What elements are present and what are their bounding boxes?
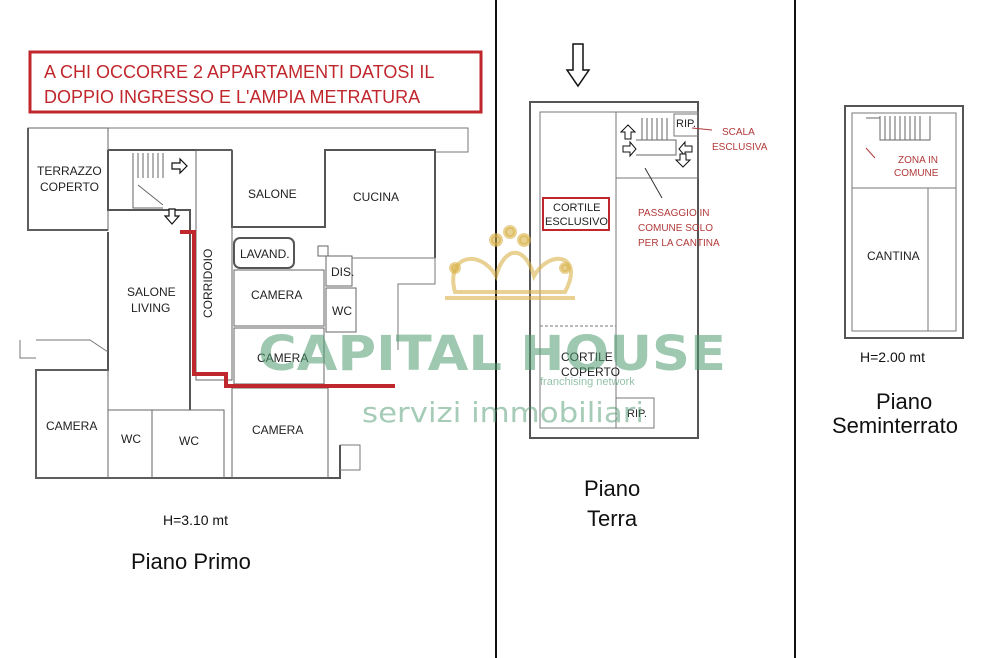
- arrow-left-icon: [678, 140, 693, 158]
- lavanderia-room: [233, 237, 295, 269]
- dis-room: [325, 255, 353, 287]
- scala-pointer: [691, 127, 713, 131]
- note-passaggio-1: PASSAGGIO IN: [638, 208, 710, 219]
- label-terrazzo-2: COPERTO: [40, 180, 99, 194]
- crown-icon: [445, 225, 575, 300]
- label-camera-d: CAMERA: [252, 423, 303, 437]
- caption-terra-2: Terra: [587, 506, 638, 531]
- label-salone-living-1: SALONE: [127, 285, 176, 299]
- label-camera-a: CAMERA: [251, 288, 302, 302]
- caption-seminterrato-2: Seminterrato: [832, 413, 958, 438]
- note-scala-2: ESCLUSIVA: [712, 142, 768, 153]
- piano-primo-plan: TERRAZZO COPERTO SALONE CUCINA SALONE LI…: [19, 127, 469, 574]
- label-cortile-esclusivo-1: CORTILE: [553, 202, 600, 214]
- piano-terra-plan: CORTILE ESCLUSIVO CORTILE COPERTO RIP. R…: [529, 43, 768, 531]
- note-scala-1: SCALA: [722, 127, 755, 138]
- label-terrazzo-1: TERRAZZO: [37, 164, 102, 178]
- arrow-up-icon: [619, 124, 637, 140]
- note-passaggio-2: COMUNE SOLO: [638, 223, 713, 234]
- caption-primo: Piano Primo: [131, 549, 251, 574]
- label-camera-b: CAMERA: [257, 351, 308, 365]
- watermark-services: servizi immobiliari: [362, 396, 644, 429]
- banner-line-2: DOPPIO INGRESSO E L'AMPIA METRATURA: [44, 87, 420, 107]
- label-dis: DIS.: [331, 265, 354, 279]
- height-primo: H=3.10 mt: [163, 512, 228, 528]
- arrow-right-icon: [622, 140, 637, 158]
- label-rip-bottom: RIP.: [627, 408, 647, 420]
- ingresso-path: [180, 230, 395, 388]
- label-cantina: CANTINA: [867, 249, 920, 263]
- watermark-brand: CAPITAL HOUSE: [258, 326, 726, 382]
- note-passaggio-3: PER LA CANTINA: [638, 238, 720, 249]
- stair-primo: [132, 153, 164, 209]
- watermark: CAPITAL HOUSE franchising network serviz…: [258, 225, 726, 429]
- caption-seminterrato-1: Piano: [876, 389, 932, 414]
- label-cortile-coperto-2: COPERTO: [561, 365, 620, 379]
- label-rip-top: RIP.: [676, 118, 696, 130]
- stair-seminterrato: [866, 116, 931, 141]
- caption-terra-1: Piano: [584, 476, 640, 501]
- banner-line-1: A CHI OCCORRE 2 APPARTAMENTI DATOSI IL: [44, 62, 434, 82]
- entry-arrow-icon: [565, 43, 591, 88]
- arrow-down-icon: [674, 153, 692, 168]
- label-salone: SALONE: [248, 187, 297, 201]
- label-camera-c: CAMERA: [46, 419, 97, 433]
- label-wc-a: WC: [332, 304, 352, 318]
- passaggio-pointer: [644, 167, 663, 199]
- cortile-esclusivo-box: [542, 197, 610, 231]
- terrazzo-area: [27, 127, 109, 231]
- watermark-network: franchising network: [540, 376, 635, 388]
- label-cucina: CUCINA: [353, 190, 399, 204]
- label-wc-c: WC: [179, 434, 199, 448]
- label-zona-2: COMUNE: [894, 168, 939, 179]
- label-corridoio: CORRIDOIO: [201, 249, 215, 318]
- height-seminterrato: H=2.00 mt: [860, 349, 925, 365]
- label-wc-b: WC: [121, 432, 141, 446]
- zona-pointer: [865, 147, 876, 159]
- label-lavand: LAVAND.: [240, 247, 290, 261]
- label-zona-1: ZONA IN: [898, 155, 938, 166]
- piano-seminterrato-plan: ZONA IN COMUNE CANTINA H=2.00 mt Piano S…: [832, 105, 964, 438]
- arrow-down-icon: [163, 208, 181, 225]
- label-cortile-esclusivo-2: ESCLUSIVO: [545, 216, 608, 228]
- label-cortile-coperto-1: CORTILE: [561, 350, 613, 364]
- stair-terra: [636, 118, 677, 156]
- banner: A CHI OCCORRE 2 APPARTAMENTI DATOSI IL D…: [28, 50, 483, 114]
- arrow-right-icon: [171, 157, 188, 175]
- label-salone-living-2: LIVING: [131, 301, 170, 315]
